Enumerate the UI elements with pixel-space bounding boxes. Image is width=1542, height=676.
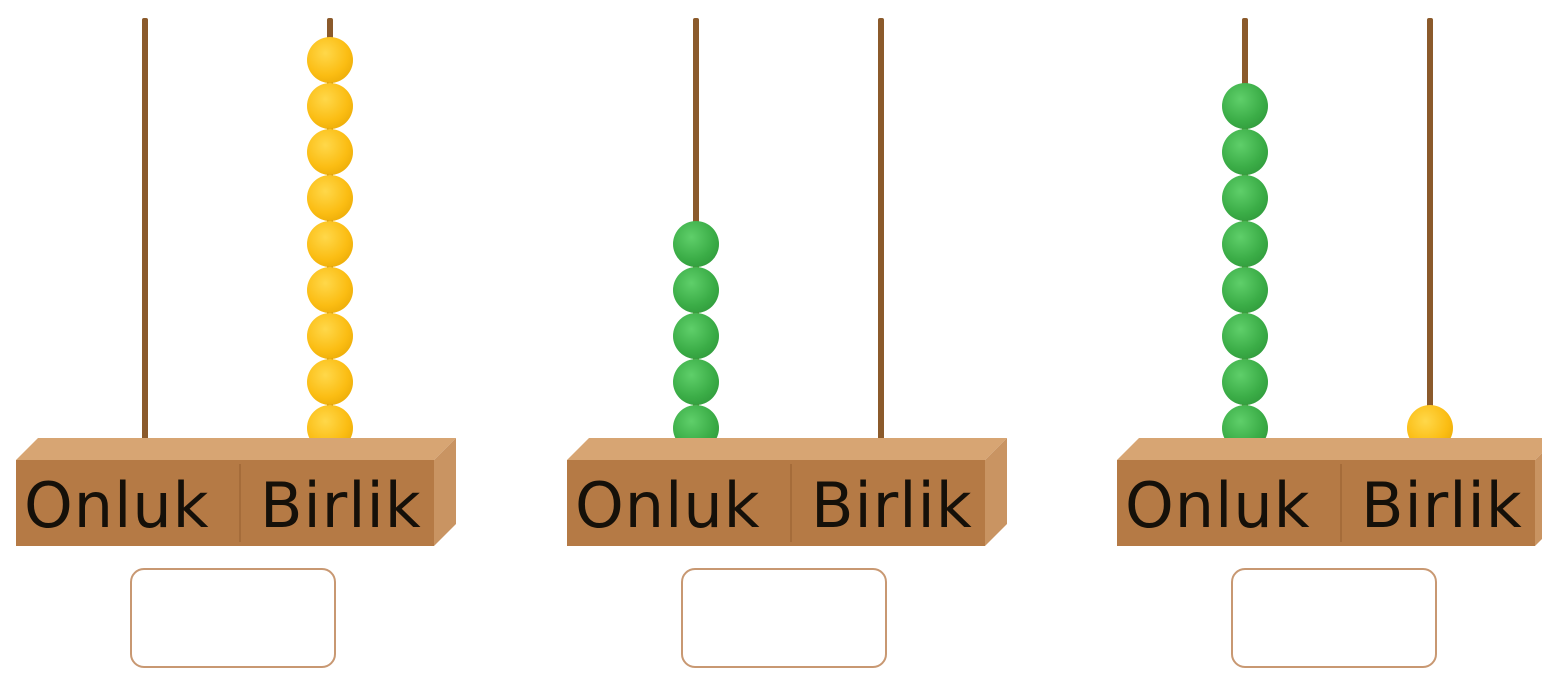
answer-box[interactable]	[681, 568, 887, 668]
answer-box[interactable]	[130, 568, 336, 668]
onluk-bead	[1222, 359, 1268, 405]
birlik-label: Birlik	[1361, 469, 1523, 542]
birlik-label: Birlik	[260, 469, 422, 542]
birlik-bead	[307, 359, 353, 405]
answer-box[interactable]	[1231, 568, 1437, 668]
birlik-bead	[307, 267, 353, 313]
onluk-label: Onluk	[24, 469, 210, 542]
abacus-2: Onluk Birlik	[567, 0, 1007, 676]
birlik-rod	[1427, 18, 1433, 448]
onluk-rod	[142, 18, 148, 448]
birlik-label: Birlik	[811, 469, 973, 542]
birlik-bead	[307, 83, 353, 129]
abacus-base: Onluk Birlik	[1117, 438, 1542, 546]
abacus-3: Onluk Birlik	[1100, 0, 1542, 676]
onluk-bead	[673, 221, 719, 267]
onluk-bead	[1222, 267, 1268, 313]
onluk-label: Onluk	[1125, 469, 1311, 542]
birlik-bead	[307, 221, 353, 267]
base-block-shape	[1117, 438, 1542, 546]
onluk-bead	[1222, 83, 1268, 129]
onluk-bead	[1222, 175, 1268, 221]
onluk-label: Onluk	[575, 469, 761, 542]
onluk-bead	[673, 267, 719, 313]
birlik-rod	[878, 18, 884, 448]
base-block-shape	[16, 438, 456, 546]
abacus-1: Onluk Birlik	[16, 0, 456, 676]
birlik-bead	[307, 129, 353, 175]
abacus-base: Onluk Birlik	[567, 438, 1007, 546]
base-block-shape	[567, 438, 1007, 546]
birlik-bead	[307, 175, 353, 221]
onluk-bead	[1222, 129, 1268, 175]
abacus-base: Onluk Birlik	[16, 438, 456, 546]
birlik-bead	[307, 313, 353, 359]
onluk-bead	[673, 359, 719, 405]
birlik-bead	[307, 37, 353, 83]
onluk-bead	[1222, 313, 1268, 359]
onluk-bead	[1222, 221, 1268, 267]
onluk-bead	[673, 313, 719, 359]
